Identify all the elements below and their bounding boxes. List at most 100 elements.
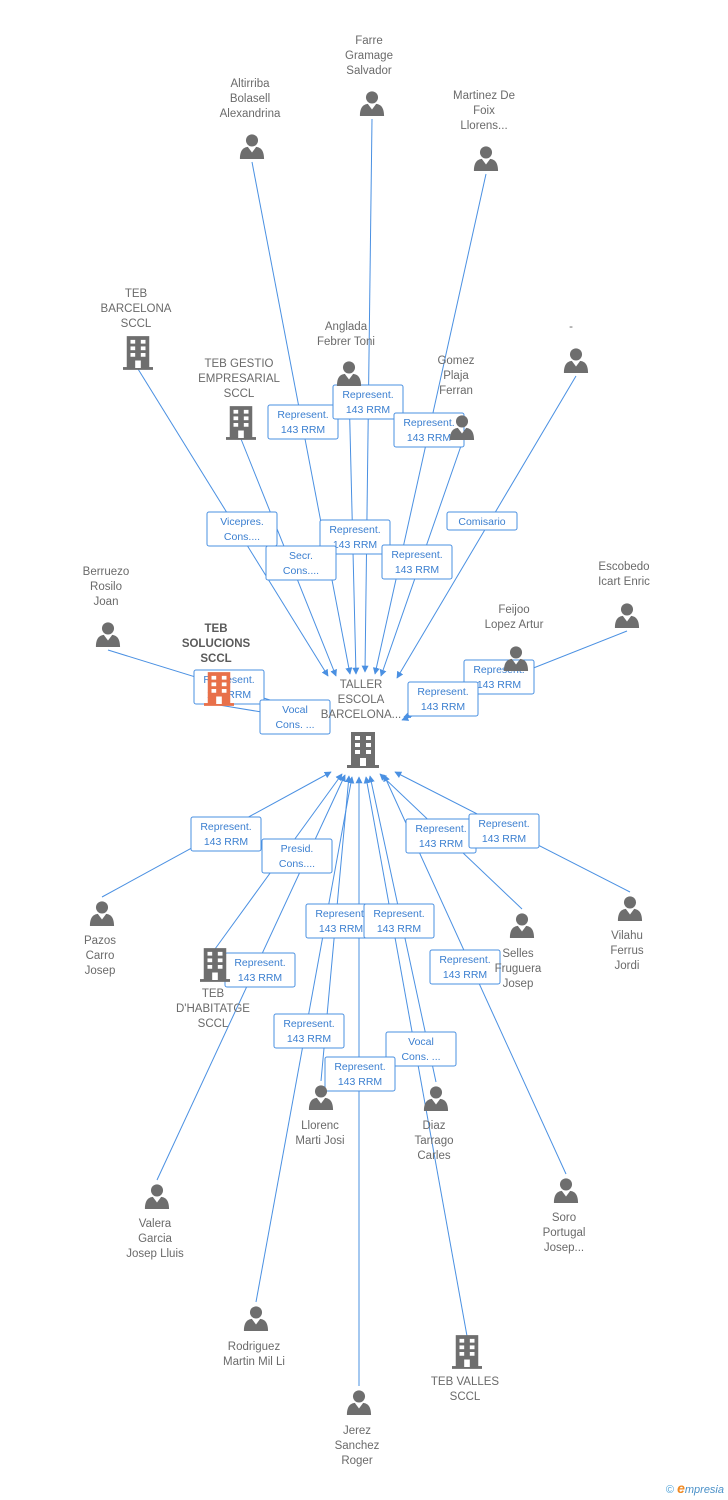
role-box-selles[interactable]: Represent.143 RRM (405, 818, 477, 854)
role-box-teb_valles[interactable]: VocalCons. ... (385, 1031, 457, 1067)
pazos-label-line: Pazos (84, 935, 116, 947)
node-dash[interactable]: - (563, 321, 589, 373)
role-box-soro[interactable]: Represent.143 RRM (429, 949, 501, 985)
jerez-label-line: Sanchez (335, 1440, 380, 1452)
llorenc-label-line: Marti Josi (295, 1135, 344, 1147)
role-text: Represent. (373, 908, 424, 920)
center-company-node[interactable]: TALLERESCOLABARCELONA... (321, 679, 402, 768)
node-soro[interactable]: SoroPortugalJosep... (543, 1178, 586, 1254)
diaz-label-line: Carles (417, 1150, 450, 1162)
role-text: Represent. (277, 409, 328, 421)
role-box-jerez[interactable]: Represent.143 RRM (324, 1056, 396, 1092)
role-box-pazos[interactable]: Represent.143 RRM (190, 816, 262, 852)
role-text: 143 RRM (482, 833, 526, 845)
diaz-label-line: Diaz (422, 1120, 445, 1132)
role-text: Vicepres. (220, 516, 264, 528)
role-box-escobedo[interactable]: Represent.143 RRM (463, 659, 535, 695)
role-box-teb_barcelona[interactable]: Vicepres. Cons.... (206, 511, 278, 547)
center-building-icon[interactable] (347, 732, 379, 768)
role-text: Represent. (478, 818, 529, 830)
anglada-person-icon[interactable] (336, 361, 362, 386)
role-box-altirriba[interactable]: Represent.143 RRM (267, 404, 339, 440)
teb_gestio-label-line: EMPRESARIAL (198, 373, 280, 385)
role-text: Represent. (334, 1061, 385, 1073)
center-label-line: ESCOLA (338, 694, 385, 706)
feijoo-person-icon[interactable] (503, 646, 529, 671)
role-box-feijoo[interactable]: Represent.143 RRM (407, 681, 479, 717)
altirriba-person-icon[interactable] (239, 134, 265, 159)
role-text: Cons.... (283, 565, 319, 577)
role-box-teb_habitatge[interactable]: Presid.Cons.... (261, 838, 333, 874)
role-box-farre[interactable]: Represent.143 RRM (332, 384, 404, 420)
role-box-gomez[interactable]: Represent.143 RRM (381, 544, 453, 580)
teb_habitatge-building-icon[interactable] (200, 948, 230, 982)
brand-logo-initial: e (677, 1480, 685, 1496)
diaz-person-icon[interactable] (423, 1086, 449, 1111)
role-text: Cons. ... (275, 719, 314, 731)
vilahu-person-icon[interactable] (617, 896, 643, 921)
role-text: Represent. (234, 957, 285, 969)
pazos-person-icon[interactable] (89, 901, 115, 926)
jerez-person-icon[interactable] (346, 1390, 372, 1415)
role-box-dash[interactable]: Comisario (446, 511, 518, 531)
role-box-teb_solucions[interactable]: VocalCons. ... (259, 699, 331, 735)
role-box-rodriguez[interactable]: Represent.143 RRM (273, 1013, 345, 1049)
gomez-label-line: Gomez (437, 355, 474, 367)
escobedo-person-icon[interactable] (614, 603, 640, 628)
farre-person-icon[interactable] (359, 91, 385, 116)
role-box-vilahu[interactable]: Represent. 143 RRM (468, 813, 540, 849)
role-box-martinez[interactable]: Represent.143 RRM (393, 412, 465, 448)
berruezo-label-line: Berruezo (83, 566, 130, 578)
valera-label-line: Josep Lluis (126, 1248, 184, 1260)
selles-person-icon[interactable] (509, 913, 535, 938)
selles-label-line: Josep (503, 978, 534, 990)
role-box-teb_gestio[interactable]: Secr.Cons.... (265, 545, 337, 581)
role-text: 143 RRM (287, 1033, 331, 1045)
center-label-line: TALLER (340, 679, 383, 691)
teb_solucions-building-icon[interactable] (204, 672, 234, 706)
soro-person-icon[interactable] (553, 1178, 579, 1203)
role-box-anglada[interactable]: Represent.143 RRM (319, 519, 391, 555)
role-text: Cons.... (224, 531, 260, 543)
martinez-person-icon[interactable] (473, 146, 499, 171)
role-box-llorenc[interactable]: Represent.143 RRM (305, 903, 377, 939)
role-box-valera[interactable]: Represent.143 RRM (224, 952, 296, 988)
berruezo-person-icon[interactable] (95, 622, 121, 647)
teb_gestio-building-icon[interactable] (226, 406, 256, 440)
rodriguez-person-icon[interactable] (243, 1306, 269, 1331)
berruezo-label-line: Rosilo (90, 581, 122, 593)
role-text: 143 RRM (333, 539, 377, 551)
feijoo-label-line: Feijoo (498, 604, 529, 616)
role-box-diaz[interactable]: Represent.143 RRM (363, 903, 435, 939)
dash-person-icon[interactable] (563, 348, 589, 373)
teb_valles-label-line: SCCL (450, 1391, 481, 1403)
footer-brand[interactable]: © empresia (666, 1480, 724, 1496)
teb_barcelona-building-icon[interactable] (123, 336, 153, 370)
teb_valles-building-icon[interactable] (452, 1335, 482, 1369)
valera-person-icon[interactable] (144, 1184, 170, 1209)
pazos-label-line: Carro (86, 950, 115, 962)
node-martinez[interactable]: Martinez DeFoixLlorens... (453, 90, 515, 171)
role-text: 143 RRM (204, 836, 248, 848)
